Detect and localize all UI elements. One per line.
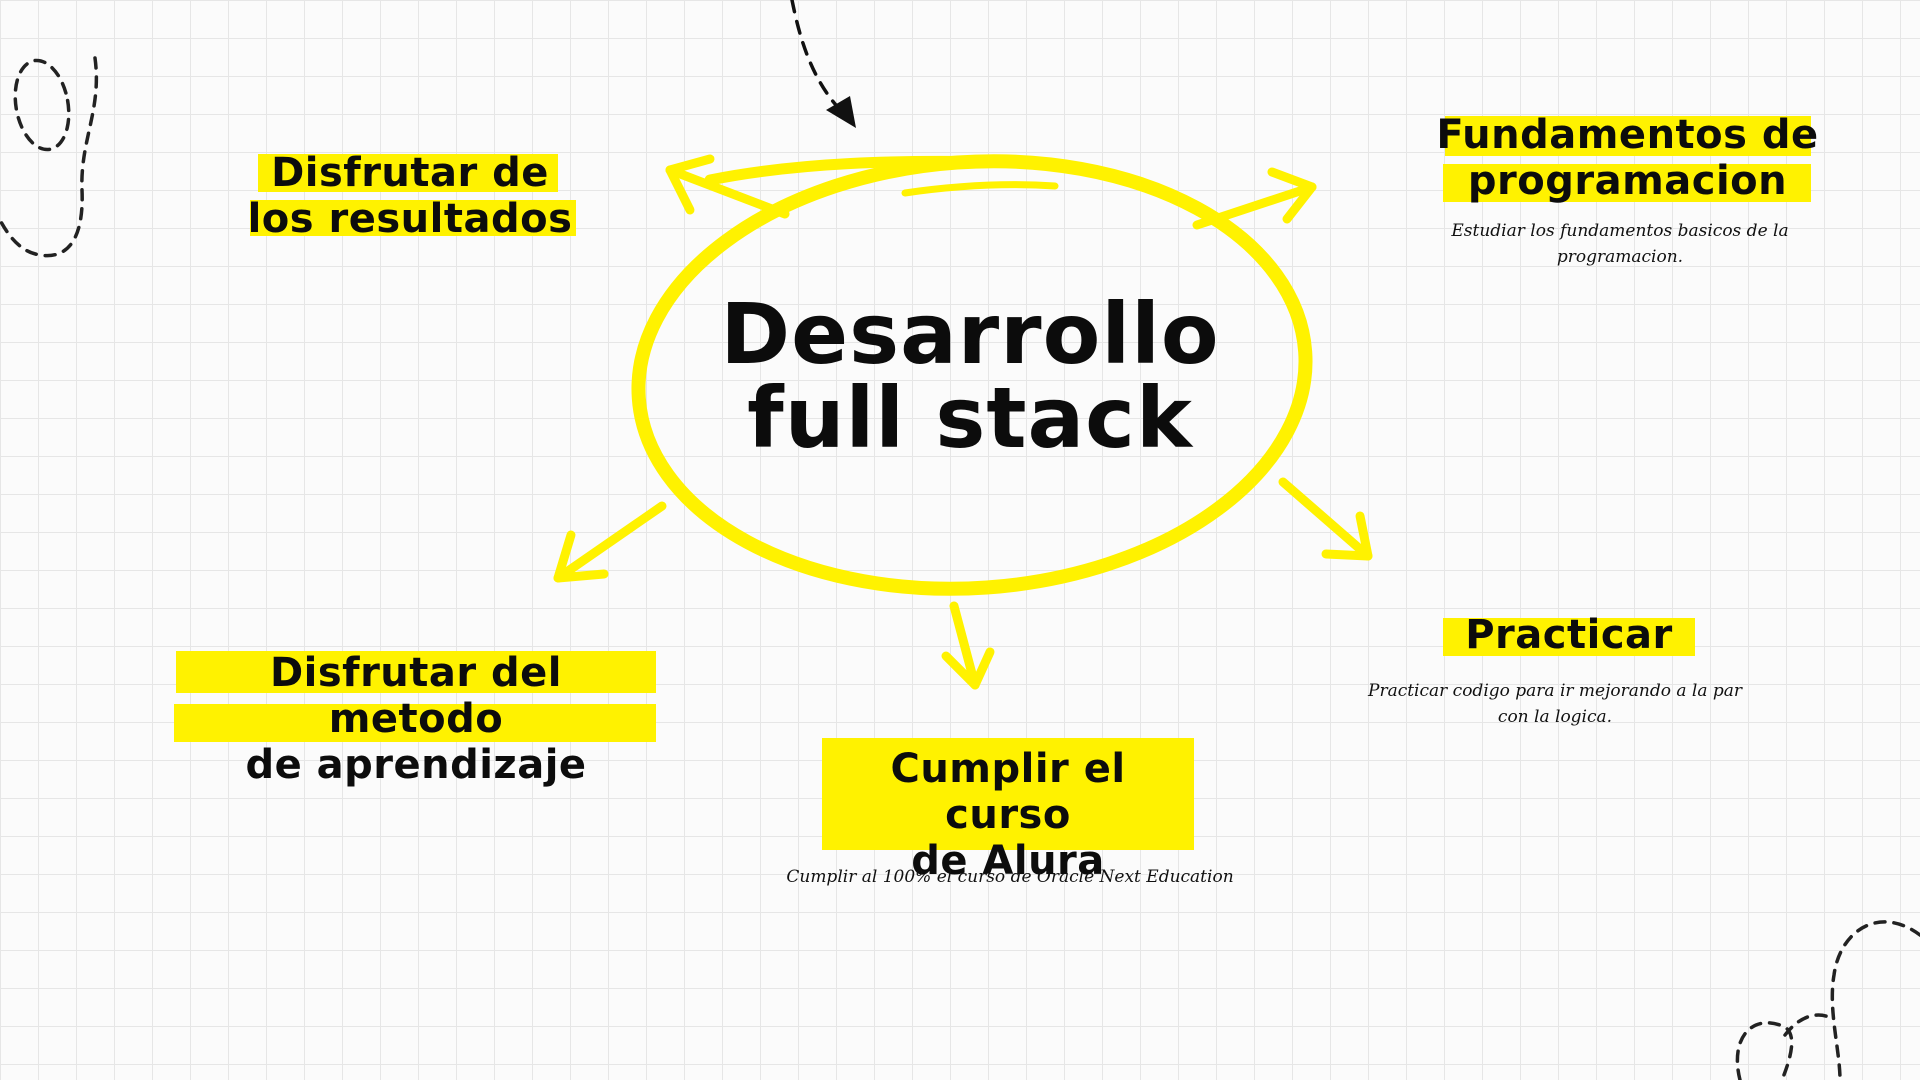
highlight-resultados-2 <box>250 200 576 236</box>
center-ellipse <box>631 154 1313 596</box>
arrow-to-fundamentos <box>1192 167 1317 230</box>
dashed-arrow <box>790 0 856 128</box>
node-metodo: Disfrutar del metodo de aprendizaje <box>176 650 656 788</box>
highlight-fundamentos-2 <box>1443 164 1811 202</box>
highlight-metodo-1 <box>176 651 656 693</box>
node-cumplir-line2: de Alura <box>911 838 1105 884</box>
node-practicar-description: Practicar codigo para ir mejorando a la … <box>1320 678 1790 730</box>
arrow-to-resultados <box>665 154 790 219</box>
node-fundamentos-description: Estudiar los fundamentos basicos de la p… <box>1390 218 1850 270</box>
node-practicar: Practicar <box>1443 612 1695 658</box>
highlight-fundamentos-1 <box>1445 116 1811 156</box>
node-fundamentos-line2: programacion <box>1467 158 1788 204</box>
node-resultados-line2: los resultados <box>247 196 573 242</box>
node-cumplir: Cumplir el curso de Alura <box>822 746 1194 884</box>
arrow-to-cumplir <box>941 601 995 690</box>
highlight-resultados-1 <box>258 154 558 192</box>
node-resultados-line1: Disfrutar de <box>271 150 549 196</box>
central-topic: Desarrollo full stack <box>700 292 1240 460</box>
highlight-metodo-2 <box>174 704 656 742</box>
dashed-doodle-bottom-right <box>1735 920 1920 1080</box>
node-cumplir-desc: Cumplir al 100% el curso de Oracle Next … <box>786 867 1234 887</box>
dashed-doodle-top-left <box>0 56 99 258</box>
connector-arrows <box>553 154 1373 690</box>
arrow-to-practicar <box>1278 477 1373 561</box>
node-metodo-line2: de aprendizaje <box>245 742 587 788</box>
node-fundamentos-desc-line1: Estudiar los fundamentos basicos de la <box>1451 221 1789 241</box>
central-topic-line1: Desarrollo <box>720 285 1220 383</box>
node-fundamentos: Fundamentos de programacion <box>1430 112 1825 204</box>
node-resultados: Disfrutar de los resultados <box>240 150 580 242</box>
central-topic-line2: full stack <box>747 369 1193 467</box>
highlight-practicar <box>1443 618 1695 656</box>
highlight-cumplir <box>822 738 1194 850</box>
node-fundamentos-desc-line2: programacion. <box>1556 247 1684 267</box>
node-cumplir-line1: Cumplir el curso <box>890 746 1126 838</box>
node-cumplir-description: Cumplir al 100% el curso de Oracle Next … <box>700 864 1320 890</box>
arrow-to-metodo <box>553 501 667 583</box>
node-fundamentos-line1: Fundamentos de <box>1436 112 1819 158</box>
node-metodo-line1: Disfrutar del metodo <box>269 650 563 742</box>
node-practicar-desc-line1: Practicar codigo para ir mejorando a la … <box>1368 681 1742 701</box>
node-practicar-desc-line2: con la logica. <box>1497 707 1613 727</box>
node-practicar-title: Practicar <box>1465 612 1673 658</box>
